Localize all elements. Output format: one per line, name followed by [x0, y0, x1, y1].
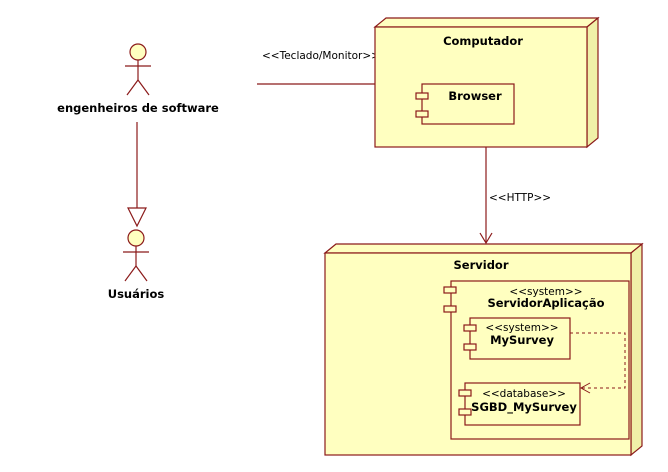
actor-usuarios[interactable]: Usuários [108, 229, 165, 301]
node-side-face [630, 242, 643, 457]
node-title: Computador [443, 34, 523, 48]
connector-http[interactable]: <<HTTP>> [479, 147, 551, 245]
stick-figure-icon [123, 229, 149, 282]
component-name: ServidorAplicação [487, 296, 604, 310]
component-stereotype: <<database>> [482, 388, 566, 400]
dependency-connector[interactable] [570, 332, 626, 394]
node-side-face [586, 16, 599, 149]
node-servidor[interactable]: Servidor <<system>> ServidorAplicação <<… [323, 242, 644, 457]
component-name: SGBD_MySurvey [471, 400, 577, 415]
actor-label: engenheiros de software [57, 101, 219, 115]
node-top-face [373, 17, 600, 28]
component-name: MySurvey [490, 333, 554, 347]
component-stereotype: <<system>> [509, 286, 582, 298]
generalization-connector[interactable] [127, 122, 147, 228]
component-icon [458, 389, 472, 416]
connector-stereotype: <<Teclado/Monitor>> [262, 50, 380, 62]
component-icon [415, 92, 429, 118]
component-servidor-aplicacao[interactable]: <<system>> ServidorAplicação <<system>> … [443, 280, 630, 440]
node-front-face [374, 26, 588, 148]
component-name: Browser [448, 89, 502, 103]
node-title: Servidor [454, 258, 509, 272]
open-arrow-icon [479, 232, 493, 245]
component-browser[interactable]: Browser [415, 83, 515, 125]
node-top-face [323, 243, 644, 254]
actor-engenheiros-de-software[interactable]: engenheiros de software [57, 43, 219, 115]
stick-figure-icon [125, 43, 151, 96]
open-arrow-icon [579, 382, 591, 394]
connector-stereotype: <<HTTP>> [489, 192, 551, 204]
connector-teclado-monitor[interactable]: <<Teclado/Monitor>> [257, 50, 380, 85]
component-sgbd-mysurvey[interactable]: <<database>> SGBD_MySurvey [458, 382, 581, 426]
component-icon [443, 286, 457, 313]
hollow-triangle-arrow-icon [127, 207, 147, 228]
node-computador[interactable]: Computador Browser [373, 16, 600, 149]
component-stereotype: <<system>> [485, 322, 558, 334]
component-mysurvey[interactable]: <<system>> MySurvey [463, 317, 571, 360]
component-icon [463, 324, 477, 351]
actor-label: Usuários [108, 287, 165, 301]
